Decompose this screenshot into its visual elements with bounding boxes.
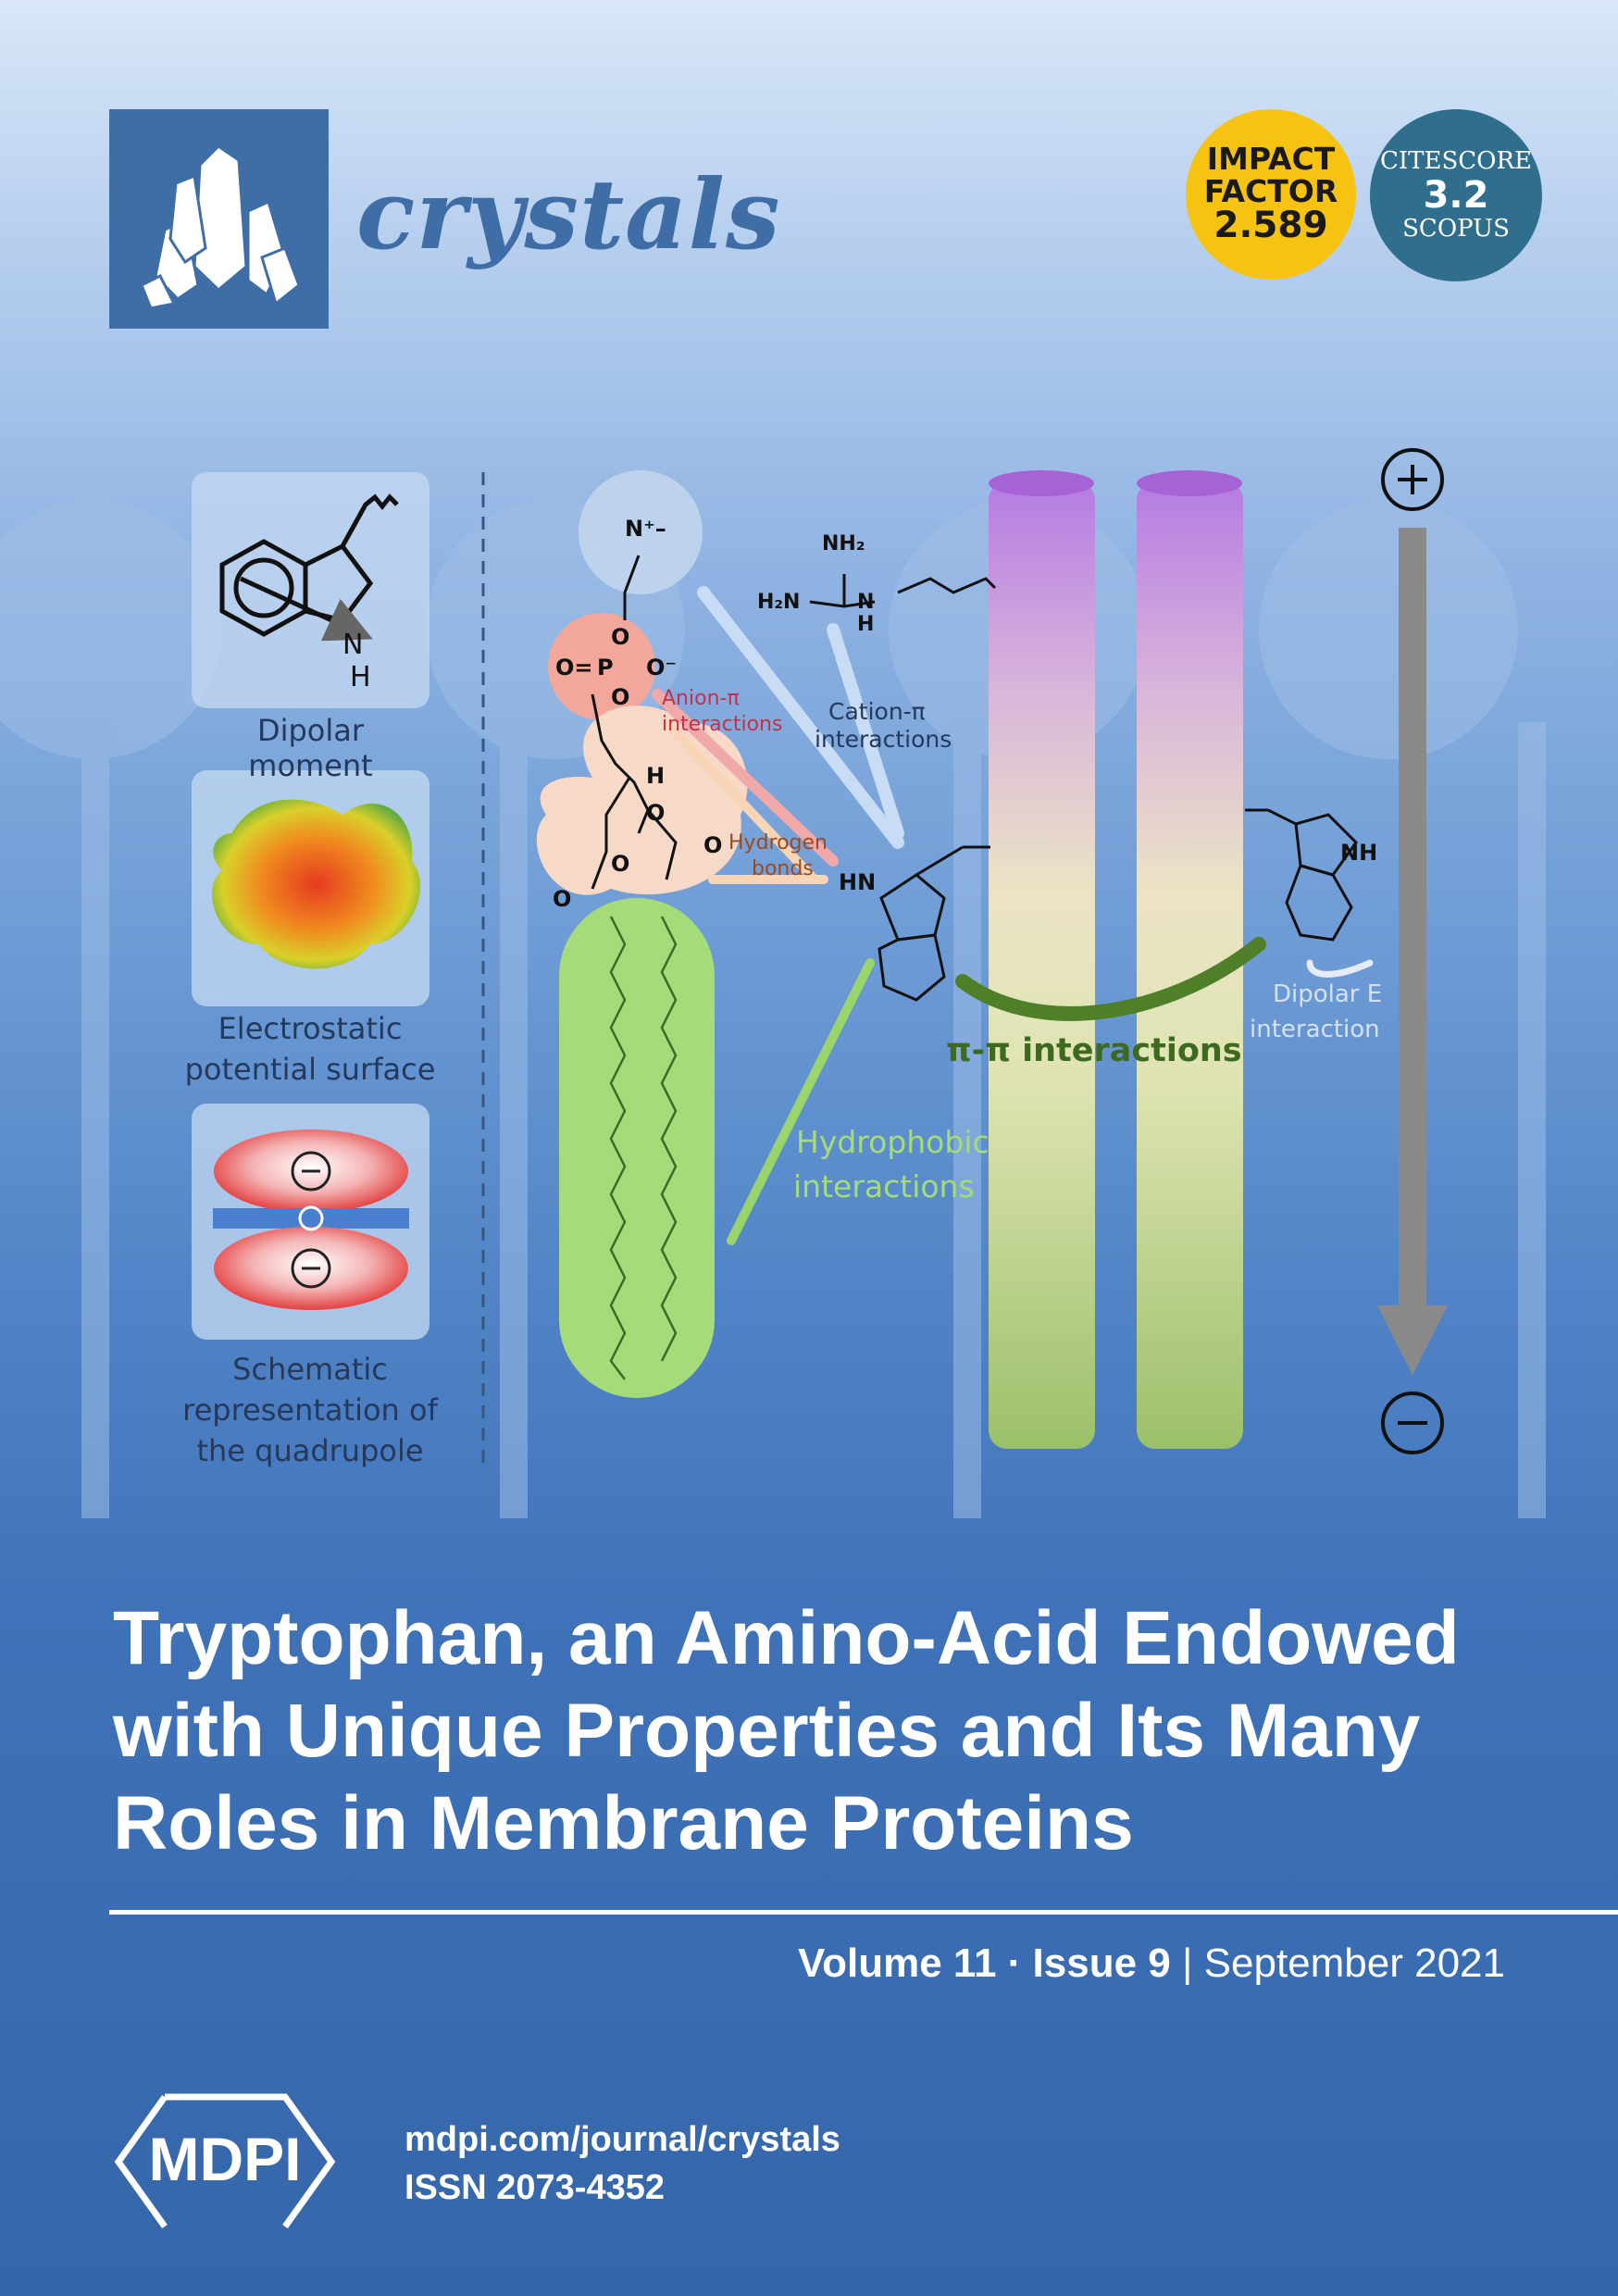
caption-quad-l1: Schematic	[232, 1352, 388, 1387]
label-anion-l1: Anion-π	[662, 687, 740, 710]
atom-o-minus: O⁻	[646, 655, 678, 680]
article-title: Tryptophan, an Amino-Acid Endowed with U…	[113, 1592, 1557, 1870]
volume-label: Volume 11	[798, 1940, 997, 1986]
label-cation-l1: Cation-π	[828, 698, 926, 725]
minus-circle-bottom	[291, 1248, 331, 1289]
helix-right	[1137, 481, 1243, 1449]
issn: ISSN 2073-4352	[404, 2168, 665, 2207]
atom-h-arg: H	[857, 613, 875, 636]
atom-o-ester-2: O	[611, 851, 630, 877]
atom-n-indole: N	[342, 629, 364, 661]
title-line-3: Roles in Membrane Proteins	[113, 1781, 1134, 1866]
atom-o-double: O=	[555, 655, 593, 680]
label-hbond-l1: Hydrogen	[728, 831, 828, 855]
journal-name: crystals	[356, 157, 781, 271]
issue-separator: |	[1170, 1940, 1204, 1986]
atom-o-glycerol: O	[646, 800, 666, 826]
lipid-backbone	[591, 555, 678, 890]
mdpi-hexagon-icon: MDPI	[114, 2093, 336, 2229]
field-arrow-head	[1377, 1305, 1448, 1375]
lipid-tail-capsule	[559, 898, 715, 1398]
title-line-2: with Unique Properties and Its Many	[113, 1689, 1421, 1773]
field-arrow-shaft	[1399, 528, 1426, 1315]
atom-o-bottom: O	[611, 684, 630, 710]
arginine-cation-pi-arrow	[827, 623, 904, 840]
label-hbond-l2: bonds	[752, 857, 814, 880]
atom-o-ester-1: O	[703, 832, 723, 858]
label-pi-pi: π-π interactions	[946, 1032, 1242, 1069]
helix-left-cap	[989, 470, 1094, 496]
minus-sign-icon	[1381, 1391, 1444, 1454]
issue-number: Issue 9	[1032, 1940, 1171, 1986]
caption-esp-l1: Electrostatic	[218, 1011, 403, 1046]
atom-n-plus: N⁺–	[625, 516, 666, 542]
journal-url[interactable]: mdpi.com/journal/crystals	[404, 2120, 840, 2159]
tryptophan-right	[1245, 808, 1358, 942]
label-dipolar-l2: interaction	[1250, 1016, 1380, 1043]
choline-cation-pi-arrow	[697, 586, 904, 849]
atom-o-top: O	[611, 624, 630, 650]
label-hydrophobic-l2: interactions	[793, 1168, 975, 1204]
impact-factor-badge: IMPACT FACTOR 2.589	[1186, 109, 1356, 280]
pi-pi-arrow	[955, 937, 1266, 1021]
issue-date: September 2021	[1203, 1940, 1505, 1986]
plus-circle-center	[298, 1205, 324, 1231]
caption-quad-l2: representation of	[182, 1392, 438, 1428]
crystal-icon	[140, 144, 301, 310]
minus-circle-top	[291, 1151, 331, 1192]
title-rule	[109, 1910, 1618, 1915]
caption-quad-l3: the quadrupole	[196, 1433, 424, 1468]
anion-pi-arrow	[652, 689, 839, 867]
citescore-value: 3.2	[1423, 174, 1489, 217]
journal-logo	[109, 109, 329, 329]
plus-sign-icon	[1381, 448, 1444, 511]
tryptophan-left	[877, 845, 990, 1002]
lipid-tail-chains	[609, 916, 678, 1380]
hydrophobic-arrow	[727, 958, 875, 1245]
atom-o-ester-3: O	[553, 886, 572, 912]
citescore-badge: CITESCORE 3.2 SCOPUS	[1370, 109, 1542, 281]
scopus-label: SCOPUS	[1402, 215, 1510, 243]
issue-dot: ·	[996, 1940, 1033, 1986]
impact-label: IMPACT	[1206, 140, 1336, 177]
label-dipolar-l1: Dipolar E	[1273, 980, 1383, 1008]
hbond-arrow-1	[662, 718, 819, 884]
caption-esp-l2: potential surface	[184, 1052, 436, 1087]
mdpi-logo: MDPI	[109, 2088, 341, 2236]
atom-h2n: H₂N	[757, 591, 801, 614]
atom-h-indole: H	[350, 661, 371, 693]
atom-n-arg: N	[857, 591, 875, 614]
atom-hn-trp: HN	[839, 869, 877, 895]
publisher-info: mdpi.com/journal/crystals ISSN 2073-4352	[404, 2115, 840, 2212]
issue-info: Volume 11 · Issue 9 | September 2021	[798, 1940, 1505, 1987]
cover-figure: Dipolar moment Electrostatic potential s…	[0, 444, 1618, 1528]
arginine-chain	[809, 574, 997, 608]
label-anion-l2: interactions	[662, 713, 783, 736]
label-cation-l2: interactions	[815, 726, 952, 753]
phosphate-group	[548, 613, 655, 720]
figure-graphics	[0, 448, 1546, 1518]
mdpi-logo-text: MDPI	[149, 2125, 302, 2193]
choline-group	[579, 470, 703, 594]
helix-right-cap	[1137, 470, 1242, 496]
esp-surface	[212, 799, 421, 969]
citescore-label: CITESCORE	[1379, 146, 1533, 175]
quadrupole-plane	[213, 1208, 409, 1229]
title-line-1: Tryptophan, an Amino-Acid Endowed	[113, 1596, 1460, 1680]
caption-dipolar: Dipolar moment	[248, 713, 373, 783]
impact-factor-value: 2.589	[1214, 205, 1328, 247]
helix-left	[989, 481, 1095, 1449]
indole-dipole-icon	[219, 493, 399, 642]
label-hydrophobic-l1: Hydrophobic	[796, 1124, 989, 1160]
atom-nh-trp: NH	[1340, 840, 1378, 866]
atom-nh2-top: NH₂	[822, 532, 865, 555]
atom-h-glycerol: H	[646, 763, 666, 789]
panel-dipolar	[192, 472, 429, 708]
factor-label: FACTOR	[1203, 172, 1338, 209]
dipolar-arrow	[1306, 959, 1374, 978]
atom-p: P	[597, 655, 614, 680]
